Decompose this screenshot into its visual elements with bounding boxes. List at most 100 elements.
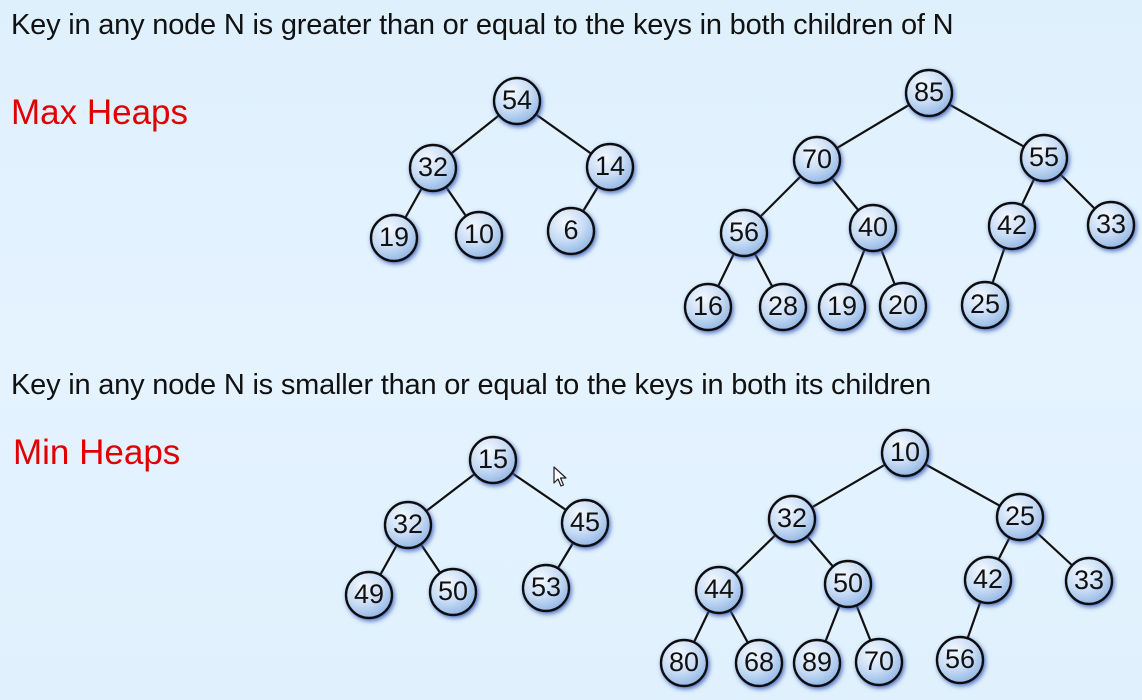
node-key-label: 85 bbox=[914, 77, 944, 107]
heap-node: 15 bbox=[468, 435, 518, 485]
heap-node: 33 bbox=[1086, 200, 1136, 250]
heap-node: 32 bbox=[408, 143, 458, 193]
heap-node: 20 bbox=[878, 281, 928, 331]
node-circle bbox=[1064, 556, 1114, 606]
node-circle bbox=[848, 203, 898, 253]
node-key-label: 54 bbox=[502, 85, 532, 115]
node-circle bbox=[383, 500, 433, 550]
min-heaps-heading: Min Heaps bbox=[13, 433, 181, 472]
heap-node: 42 bbox=[987, 201, 1037, 251]
node-circle bbox=[792, 638, 842, 688]
node-key-label: 70 bbox=[864, 646, 894, 676]
node-key-label: 45 bbox=[570, 507, 600, 537]
node-key-label: 68 bbox=[744, 647, 774, 677]
heap-node: 80 bbox=[659, 638, 709, 688]
heap-node: 42 bbox=[963, 555, 1013, 605]
node-key-label: 19 bbox=[827, 291, 857, 321]
heap-node: 89 bbox=[792, 638, 842, 688]
heap-node: 6 bbox=[546, 206, 596, 256]
heap-node: 68 bbox=[734, 638, 784, 688]
node-circle bbox=[659, 638, 709, 688]
node-circle bbox=[767, 494, 817, 544]
node-circle bbox=[880, 428, 930, 478]
node-circle bbox=[428, 567, 478, 617]
node-key-label: 15 bbox=[478, 444, 508, 474]
node-circle bbox=[369, 213, 419, 263]
heap-node: 40 bbox=[848, 203, 898, 253]
node-circle bbox=[963, 555, 1013, 605]
node-key-label: 40 bbox=[858, 212, 888, 242]
heap-node: 19 bbox=[369, 213, 419, 263]
node-circle bbox=[585, 142, 635, 192]
node-key-label: 55 bbox=[1029, 142, 1059, 172]
node-circle bbox=[546, 206, 596, 256]
node-key-label: 32 bbox=[777, 503, 807, 533]
heap-node: 10 bbox=[454, 210, 504, 260]
heap-node: 49 bbox=[344, 570, 394, 620]
node-key-label: 89 bbox=[802, 647, 832, 677]
node-circle bbox=[995, 492, 1045, 542]
node-key-label: 25 bbox=[1005, 501, 1035, 531]
node-circle bbox=[560, 498, 610, 548]
node-circle bbox=[817, 282, 867, 332]
node-circle bbox=[454, 210, 504, 260]
node-circle bbox=[960, 280, 1010, 330]
node-key-label: 10 bbox=[890, 437, 920, 467]
node-circle bbox=[935, 635, 985, 685]
node-key-label: 10 bbox=[464, 219, 494, 249]
node-key-label: 6 bbox=[563, 215, 578, 245]
node-key-label: 33 bbox=[1096, 209, 1126, 239]
node-circle bbox=[492, 76, 542, 126]
heap-node: 28 bbox=[758, 282, 808, 332]
node-key-label: 50 bbox=[438, 576, 468, 606]
node-circle bbox=[734, 638, 784, 688]
node-circle bbox=[468, 435, 518, 485]
node-key-label: 44 bbox=[704, 574, 734, 604]
node-circle bbox=[823, 559, 873, 609]
max-heap-caption: Key in any node N is greater than or equ… bbox=[11, 9, 954, 41]
node-key-label: 42 bbox=[997, 210, 1027, 240]
node-key-label: 19 bbox=[379, 222, 409, 252]
node-circle bbox=[683, 282, 733, 332]
mouse-pointer-icon bbox=[553, 466, 567, 487]
node-circle bbox=[521, 563, 571, 613]
heap-node: 56 bbox=[935, 635, 985, 685]
node-key-label: 33 bbox=[1074, 565, 1104, 595]
node-circle bbox=[344, 570, 394, 620]
node-circle bbox=[694, 565, 744, 615]
heap-node: 50 bbox=[823, 559, 873, 609]
max-heaps-heading: Max Heaps bbox=[11, 93, 189, 132]
node-key-label: 49 bbox=[354, 579, 384, 609]
min-heap-caption: Key in any node N is smaller than or equ… bbox=[11, 369, 931, 401]
heap-node: 19 bbox=[817, 282, 867, 332]
node-circle bbox=[408, 143, 458, 193]
heap-node: 33 bbox=[1064, 556, 1114, 606]
heap-node: 53 bbox=[521, 563, 571, 613]
node-circle bbox=[854, 637, 904, 687]
node-key-label: 53 bbox=[531, 572, 561, 602]
heap-node: 70 bbox=[792, 135, 842, 185]
heap-node: 32 bbox=[383, 500, 433, 550]
node-key-label: 14 bbox=[595, 151, 625, 181]
heap-node: 85 bbox=[904, 68, 954, 118]
node-key-label: 56 bbox=[945, 644, 975, 674]
node-key-label: 70 bbox=[802, 144, 832, 174]
node-circle bbox=[904, 68, 954, 118]
heap-node: 55 bbox=[1019, 133, 1069, 183]
node-key-label: 16 bbox=[693, 291, 723, 321]
nodes-layer: 54 32 14 19 10 6 85 70 55 56 40 42 33 16 28 19 20 25 15 32 4… bbox=[344, 68, 1136, 688]
node-key-label: 28 bbox=[768, 291, 798, 321]
heap-node: 54 bbox=[492, 76, 542, 126]
node-key-label: 50 bbox=[833, 568, 863, 598]
heap-node: 14 bbox=[585, 142, 635, 192]
heap-node: 32 bbox=[767, 494, 817, 544]
node-circle bbox=[758, 282, 808, 332]
node-circle bbox=[792, 135, 842, 185]
node-key-label: 42 bbox=[973, 564, 1003, 594]
heap-node: 70 bbox=[854, 637, 904, 687]
node-key-label: 56 bbox=[729, 217, 759, 247]
node-key-label: 25 bbox=[970, 289, 1000, 319]
node-circle bbox=[987, 201, 1037, 251]
node-circle bbox=[1019, 133, 1069, 183]
